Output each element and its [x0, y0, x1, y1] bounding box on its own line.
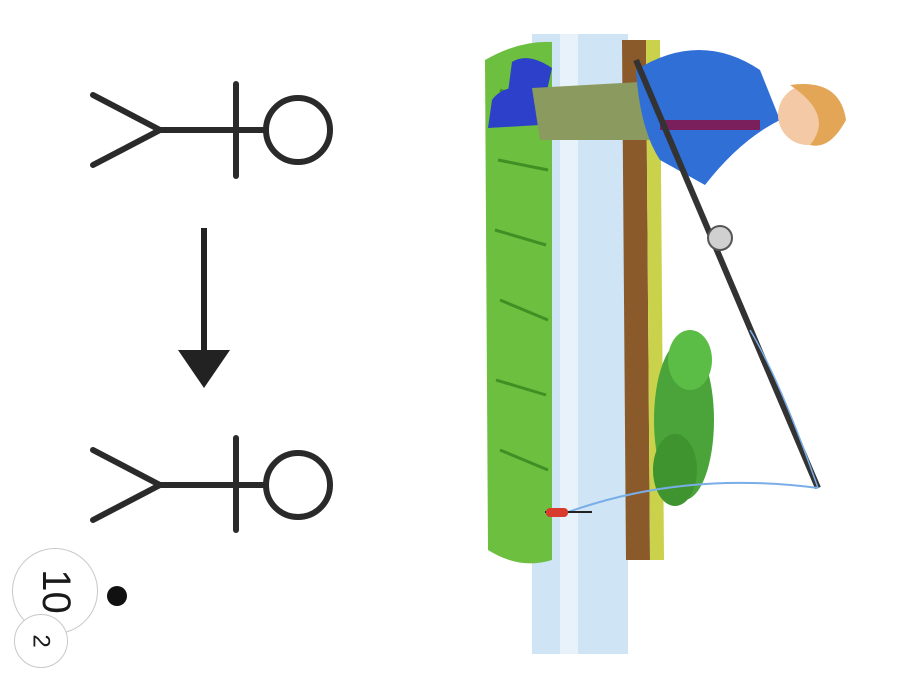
- waders: [532, 82, 650, 140]
- grass-bank: [485, 41, 552, 564]
- sub-number-text: 2: [27, 634, 55, 648]
- page-number-text: 10: [33, 568, 78, 614]
- boots: [488, 87, 540, 128]
- far-bank: [622, 40, 650, 560]
- sub-number-badge: 2: [14, 614, 68, 668]
- down-arrow-icon: [178, 228, 230, 388]
- stick-figure-top: [90, 81, 333, 179]
- float: [546, 508, 568, 517]
- fisherman-illustration: [485, 34, 846, 654]
- fishing-rod: [633, 58, 821, 490]
- bullet-dot-icon: [107, 586, 127, 606]
- fishing-line: [559, 481, 819, 516]
- stick-figure-bottom: [90, 435, 333, 533]
